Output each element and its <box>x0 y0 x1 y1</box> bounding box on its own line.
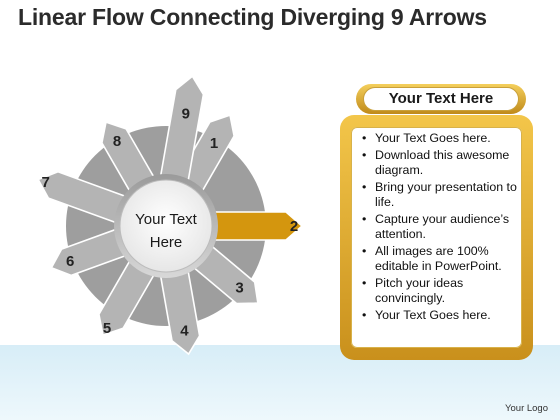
arrow-number-4: 4 <box>180 322 189 339</box>
bullet-item: Capture your audience’s attention. <box>360 212 522 243</box>
panel-title: Your Text Here <box>388 90 494 107</box>
arrow-number-3: 3 <box>235 280 243 297</box>
panel-title-pill <box>364 88 518 110</box>
logo-text: Your Logo <box>505 403 548 414</box>
bullet-item: Pitch your ideas convincingly. <box>360 276 522 307</box>
bullet-item: Bring your presentation to life. <box>360 180 522 211</box>
bullet-list: Your Text Goes here. Download this aweso… <box>360 131 522 324</box>
hub-text-line1: Your Text <box>135 211 198 228</box>
arrow-number-5: 5 <box>103 320 111 337</box>
arrow-number-9: 9 <box>182 106 190 123</box>
bullet-item: Your Text Goes here. <box>360 308 522 324</box>
arrow-number-7: 7 <box>42 174 50 191</box>
hub-text-line2: Here <box>150 234 183 251</box>
bullet-item: Download this awesome diagram. <box>360 148 522 179</box>
arrow-number-2: 2 <box>290 218 298 235</box>
arrow-number-8: 8 <box>113 133 121 150</box>
bullet-item: Your Text Goes here. <box>360 131 522 147</box>
hub-circle <box>119 179 213 273</box>
arrow-number-1: 1 <box>210 135 218 152</box>
bullet-item: All images are 100% editable in PowerPoi… <box>360 244 522 275</box>
arrow-number-6: 6 <box>66 253 74 270</box>
page-title: Linear Flow Connecting Diverging 9 Arrow… <box>18 4 487 30</box>
